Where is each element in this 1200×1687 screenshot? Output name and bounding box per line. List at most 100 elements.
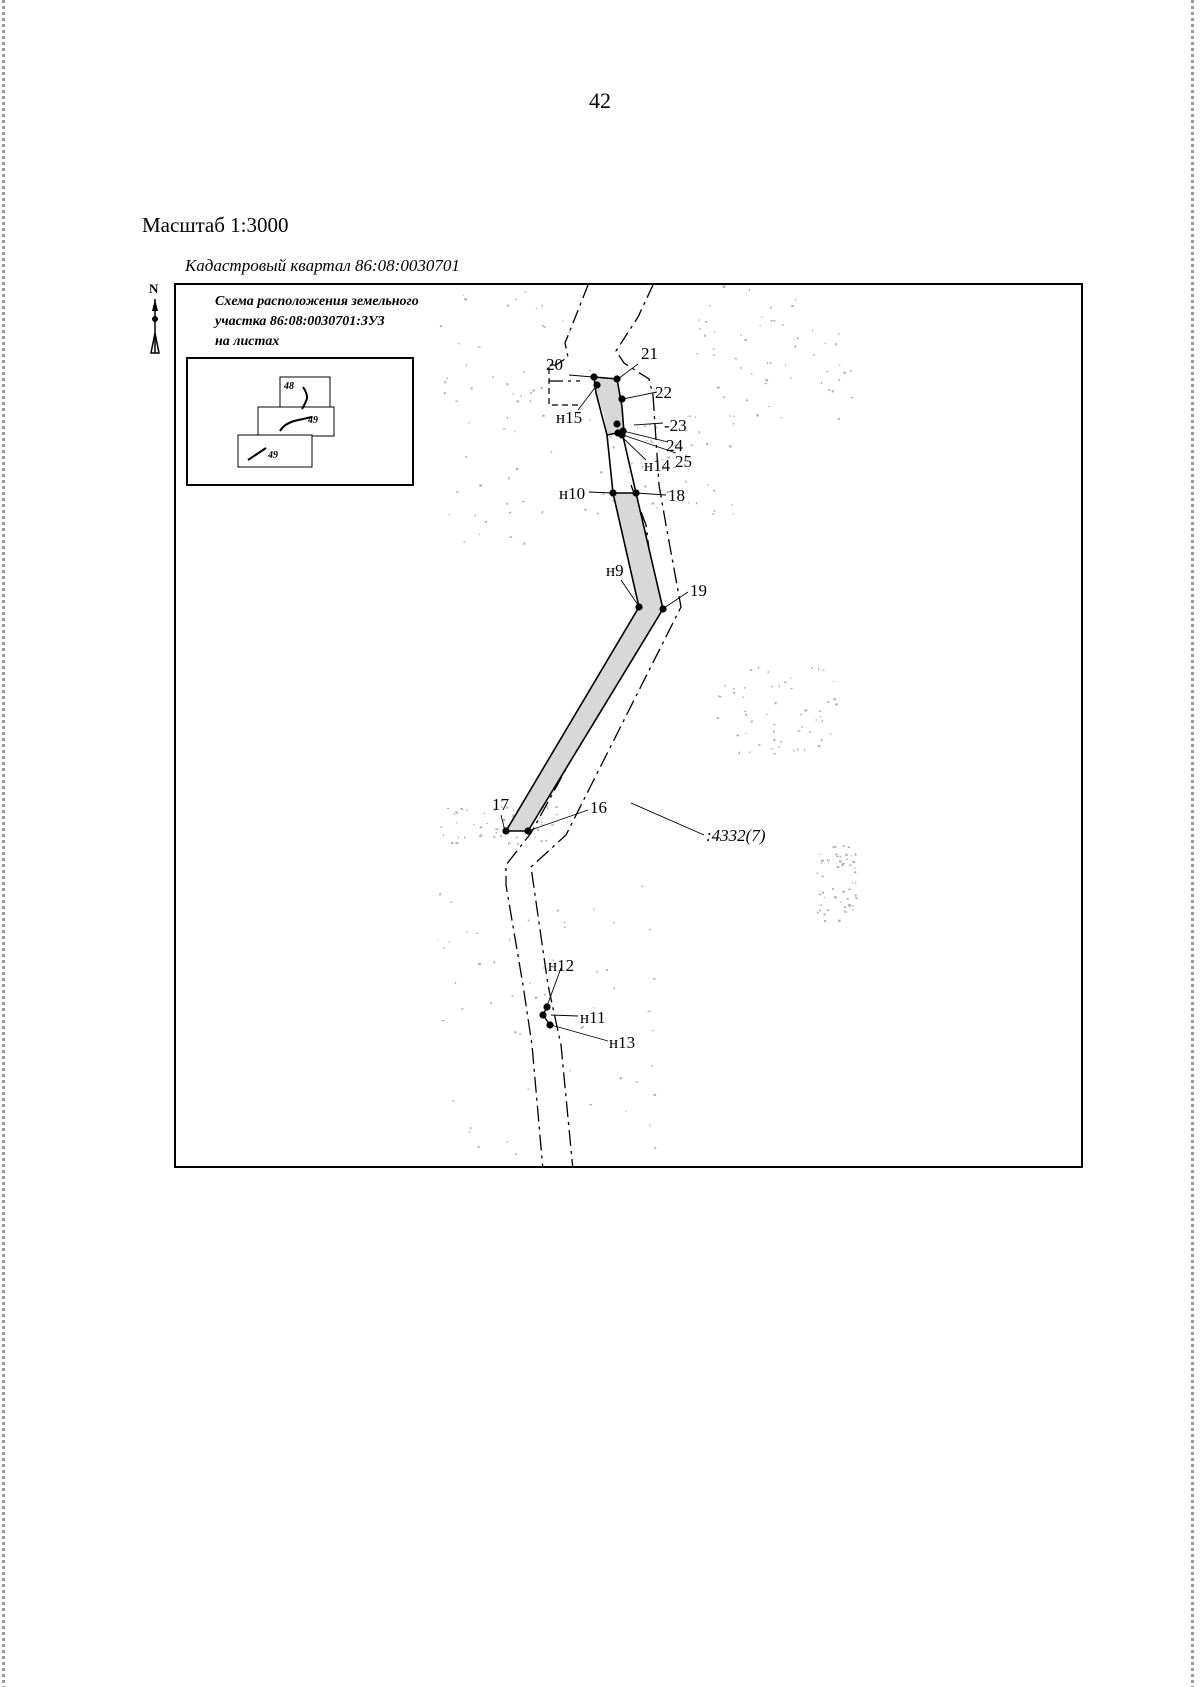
map-speckle — [748, 288, 750, 291]
map-speckle — [822, 669, 825, 671]
map-speckle — [529, 399, 531, 403]
map-speckle — [451, 841, 454, 845]
sheet-frame-49-b — [237, 434, 313, 468]
map-speckle — [651, 442, 654, 444]
map-speckle — [613, 987, 615, 990]
map-speckle — [506, 304, 510, 307]
map-speckle — [532, 389, 535, 392]
map-speckle — [495, 828, 499, 830]
map-speckle — [478, 835, 482, 838]
map-speckle — [596, 970, 599, 973]
map-speckle — [468, 1131, 470, 1133]
map-speckle — [758, 744, 761, 746]
map-speckle — [750, 720, 753, 723]
map-speckle — [688, 502, 690, 504]
map-speckle — [843, 371, 846, 374]
map-speckle — [732, 513, 735, 515]
cadastral-quarter-label: Кадастровый квартал 86:08:0030701 — [185, 256, 460, 275]
map-speckle — [852, 905, 854, 907]
map-speckle — [441, 1019, 445, 1022]
map-speckle — [685, 480, 687, 483]
map-speckle — [778, 685, 780, 688]
map-speckle — [503, 818, 506, 822]
map-speckle — [834, 343, 837, 346]
map-speckle — [732, 688, 735, 690]
map-speckle — [738, 751, 741, 755]
map-speckle — [760, 316, 763, 318]
map-speckle — [733, 415, 735, 418]
map-speckle — [543, 326, 546, 328]
map-speckle — [523, 542, 526, 545]
map-speckle — [812, 329, 814, 332]
map-speckle — [835, 703, 838, 706]
map-speckle — [838, 333, 840, 335]
map-speckle — [821, 859, 824, 862]
map-speckle — [852, 860, 856, 863]
map-speckle — [781, 324, 784, 326]
map-speckle — [541, 304, 544, 307]
map-speckle — [538, 816, 540, 819]
map-speckle — [757, 666, 760, 669]
map-speckle — [837, 417, 840, 421]
map-speckle — [835, 853, 838, 856]
map-speckle — [705, 320, 708, 323]
map-speckle — [540, 821, 543, 824]
map-speckle — [704, 334, 706, 337]
map-speckle — [790, 687, 793, 690]
map-speckle — [795, 298, 797, 301]
boundary-point — [546, 1021, 554, 1029]
point-label-n10: н10 — [559, 484, 585, 503]
map-speckle — [740, 367, 742, 370]
map-speckle — [818, 893, 822, 896]
map-speckle — [514, 430, 516, 433]
map-speckle — [699, 328, 702, 330]
map-speckle — [824, 342, 826, 344]
map-speckle — [769, 362, 772, 364]
map-speckle — [707, 484, 709, 487]
point-label-n15: н15 — [556, 408, 582, 427]
map-speckle — [478, 533, 480, 536]
map-speckle — [729, 415, 731, 417]
map-speckle — [773, 738, 776, 742]
boundary-point — [613, 375, 621, 383]
map-speckle — [596, 512, 599, 515]
map-speckle — [519, 1033, 522, 1035]
map-speckle — [768, 405, 770, 407]
map-speckle — [820, 382, 823, 385]
map-speckle — [515, 298, 517, 301]
map-speckle — [589, 1104, 592, 1106]
map-speckle — [455, 400, 459, 402]
map-speckle — [641, 466, 644, 468]
map-speckle — [508, 477, 510, 480]
point-label-19: 19 — [690, 581, 707, 600]
sheet-index-diagram: 48 49 49 — [237, 376, 335, 468]
map-speckle — [818, 667, 820, 671]
map-speckle — [503, 428, 506, 430]
map-speckle — [722, 285, 726, 288]
map-speckle — [521, 501, 525, 503]
map-speckle — [815, 719, 817, 721]
map-speckle — [833, 681, 835, 682]
map-speckle — [654, 1147, 657, 1149]
map-speckle — [773, 730, 775, 733]
map-speckle — [475, 932, 479, 934]
map-speckle — [506, 806, 509, 809]
map-speckle — [789, 377, 792, 379]
map-speckle — [635, 1081, 639, 1083]
map-speckle — [714, 330, 716, 333]
map-speckle — [540, 840, 543, 843]
map-speckle — [534, 836, 536, 838]
map-speckle — [821, 891, 824, 894]
map-speckle — [823, 896, 826, 899]
route-segment-49-b — [247, 447, 267, 461]
map-speckle — [465, 456, 467, 459]
map-speckle — [818, 745, 821, 748]
point-label-24: 24 — [666, 436, 684, 455]
map-speckle — [651, 1030, 654, 1032]
map-speckle — [748, 751, 751, 753]
boundary-point — [502, 827, 510, 835]
map-speckle — [764, 383, 768, 385]
map-speckle — [828, 389, 831, 391]
map-speckle — [712, 513, 715, 515]
map-speckle — [723, 396, 726, 399]
